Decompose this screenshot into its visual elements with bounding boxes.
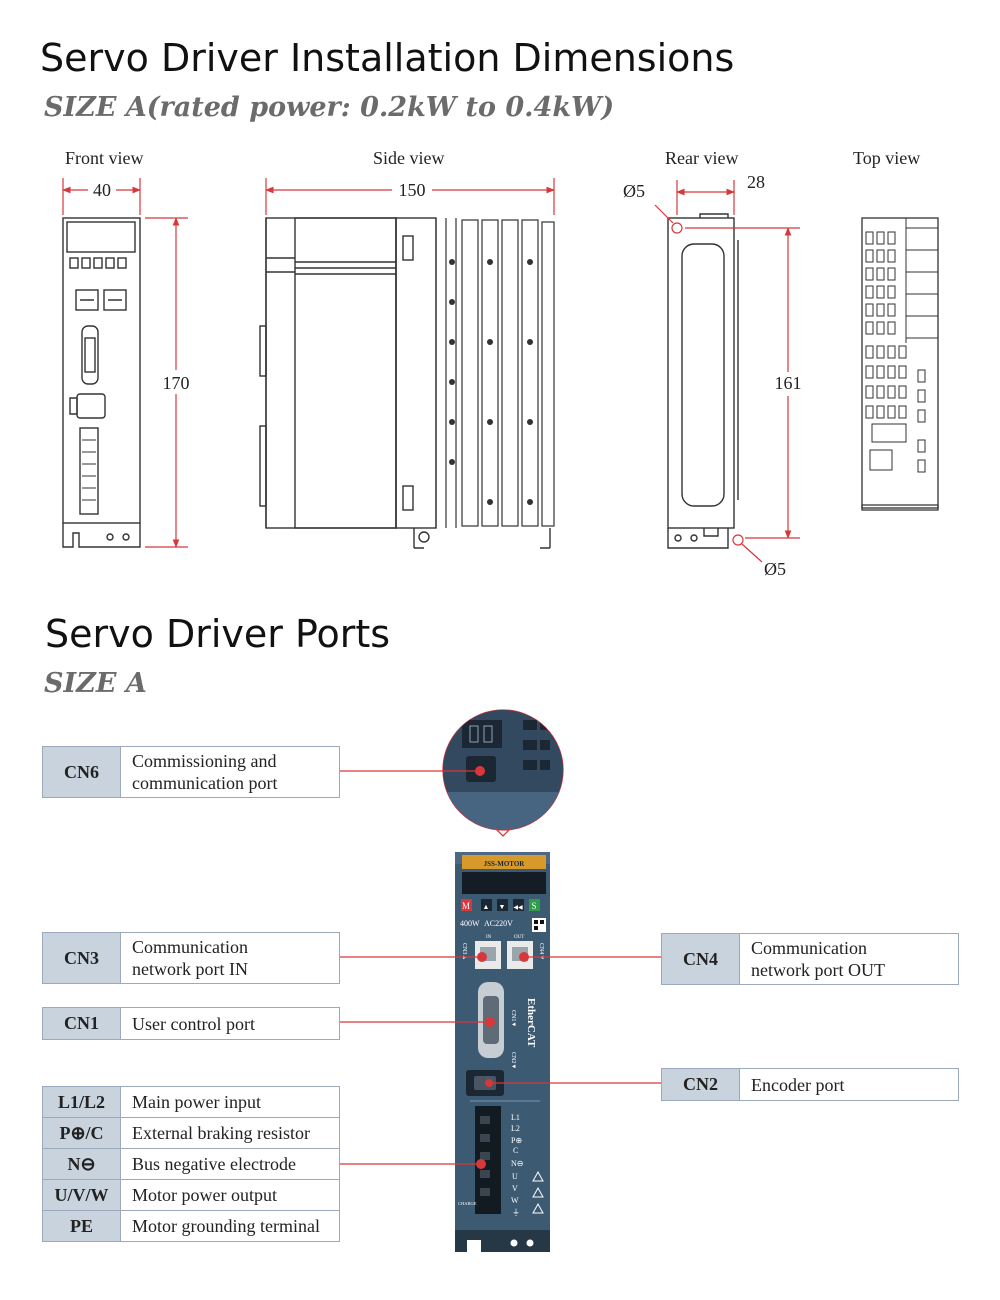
terminal-u: U <box>512 1172 518 1181</box>
button-m: M <box>462 901 470 911</box>
cn3-tag: CN3▲ <box>461 943 467 960</box>
rear-view-label: Rear view <box>665 148 739 168</box>
terminal-l2: L2 <box>511 1124 520 1133</box>
cn6-magnifier <box>442 709 564 837</box>
terminal-desc: Motor power output <box>132 1184 277 1205</box>
callout-cn1: CN1 User control port <box>42 1007 340 1040</box>
table-row: L1/L2 Main power input <box>43 1087 339 1118</box>
table-row: N⊖ Bus negative electrode <box>43 1149 339 1180</box>
terminal-desc: Motor grounding terminal <box>132 1215 320 1236</box>
table-row: PE Motor grounding terminal <box>43 1211 339 1241</box>
side-depth-value: 150 <box>399 180 426 200</box>
button-shift: ◀◀ <box>513 905 523 911</box>
callout-cn4-desc: Communication network port OUT <box>751 938 885 980</box>
side-view-label: Side view <box>373 148 445 168</box>
out-label: OUT <box>514 935 524 940</box>
front-height-value: 170 <box>163 373 190 393</box>
dimension-drawings: 40 170 150 <box>62 172 939 579</box>
servo-driver-illustration: JSS-MOTOR M ▲ ▼ ◀◀ S 400W AC220V IN OUT … <box>339 709 662 1252</box>
terminal-code: N⊖ <box>43 1149 121 1179</box>
page-title: Servo Driver Installation Dimensions <box>40 36 735 80</box>
top-view-drawing <box>861 217 939 511</box>
terminal-code: P⊕/C <box>43 1118 121 1148</box>
terminal-v: V <box>512 1184 518 1193</box>
terminal-table: L1/L2 Main power input P⊕/C External bra… <box>42 1086 340 1242</box>
callout-cn4-code: CN4 <box>662 934 740 984</box>
rating-power: 400W <box>460 919 480 928</box>
charge-label: CHARGE <box>458 1201 477 1206</box>
ports-title: Servo Driver Ports <box>45 612 391 656</box>
in-label: IN <box>486 935 492 940</box>
cn2-tag: CN2▼ <box>510 1052 516 1069</box>
ethercat-label: EtherCAT <box>525 998 537 1048</box>
terminal-desc: External braking resistor <box>132 1122 310 1143</box>
leader-lines <box>339 770 662 1165</box>
button-up: ▲ <box>483 903 490 911</box>
warning-icon <box>532 1170 544 1214</box>
terminal-n: N⊖ <box>511 1159 523 1168</box>
side-view-drawing <box>259 217 555 549</box>
driver-body: JSS-MOTOR M ▲ ▼ ◀◀ S 400W AC220V IN OUT … <box>455 852 550 1252</box>
table-row: U/V/W Motor power output <box>43 1180 339 1211</box>
terminal-c: C <box>513 1146 518 1155</box>
terminal-pe: ⏚ <box>512 1208 520 1217</box>
terminal-code: PE <box>43 1211 121 1241</box>
terminal-desc: Main power input <box>132 1091 261 1112</box>
callout-cn3: CN3 Communication network port IN <box>42 932 340 984</box>
callout-cn1-code: CN1 <box>43 1008 121 1039</box>
top-view-label: Top view <box>853 148 921 168</box>
callout-cn2-code: CN2 <box>662 1069 740 1100</box>
terminal-code: U/V/W <box>43 1180 121 1210</box>
table-row: P⊕/C External braking resistor <box>43 1118 339 1149</box>
callout-cn6-code: CN6 <box>43 747 121 797</box>
front-view-label: Front view <box>65 148 144 168</box>
callout-cn3-desc: Communication network port IN <box>132 937 248 979</box>
rear-height-value: 161 <box>775 373 802 393</box>
terminal-l1: L1 <box>511 1113 520 1122</box>
rating-voltage: AC220V <box>484 919 513 928</box>
cn4-tag: CN4▼ <box>538 943 544 960</box>
callout-cn6: CN6 Commissioning and communication port <box>42 746 340 798</box>
brand-label: JSS-MOTOR <box>484 860 526 868</box>
ports-subtitle: SIZE A <box>44 668 147 699</box>
terminal-desc: Bus negative electrode <box>132 1153 296 1174</box>
callout-cn6-desc: Commissioning and communication port <box>132 751 278 793</box>
button-down: ▼ <box>499 903 506 911</box>
rear-hole-top: Ø5 <box>623 181 645 201</box>
page-subtitle: SIZE A(rated power: 0.2kW to 0.4kW) <box>44 92 615 123</box>
callout-cn3-code: CN3 <box>43 933 121 983</box>
rear-offset-value: 28 <box>747 172 765 192</box>
callout-cn4: CN4 Communication network port OUT <box>661 933 959 985</box>
rear-view-drawing <box>667 213 739 549</box>
terminal-code: L1/L2 <box>43 1087 121 1117</box>
callout-cn2-desc: Encoder port <box>751 1074 845 1095</box>
front-view-drawing <box>62 217 141 548</box>
rear-hole-bottom: Ø5 <box>764 559 786 579</box>
button-s: S <box>531 901 536 911</box>
callout-cn2: CN2 Encoder port <box>661 1068 959 1101</box>
cn1-tag: CN1▼ <box>510 1010 516 1027</box>
front-width-value: 40 <box>93 180 111 200</box>
terminal-p: P⊕ <box>511 1136 522 1145</box>
callout-cn1-desc: User control port <box>132 1013 255 1034</box>
terminal-w: W <box>511 1196 519 1205</box>
